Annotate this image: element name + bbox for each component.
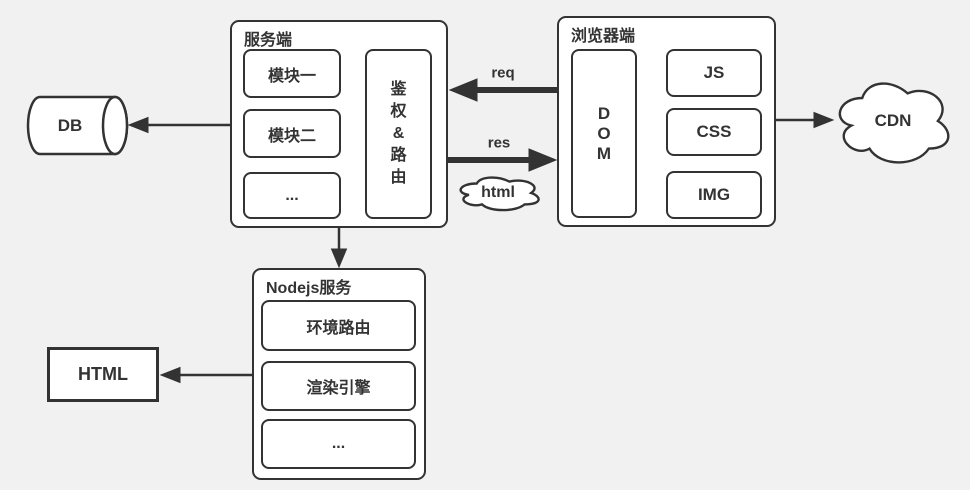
browser-img-label: IMG <box>697 185 731 204</box>
server-module-2: 模块二 <box>243 109 341 158</box>
browser-js-label: JS <box>703 63 725 82</box>
gateway-char-5: 由 <box>390 169 407 186</box>
server-module-more-label: ... <box>285 186 299 204</box>
server-gateway-node: 鉴 权 & 路 由 <box>365 49 432 219</box>
nodejs-module-1-label: 环境路由 <box>306 319 371 337</box>
nodejs-group: Nodejs服务 环境路由 渲染引擎 ... <box>252 268 426 480</box>
arrow-server-to-db <box>127 116 230 134</box>
arrow-nodejs-to-html <box>159 366 252 384</box>
html-output-box: HTML <box>47 347 159 402</box>
gateway-char-4: 路 <box>390 147 407 164</box>
gateway-char-3: & <box>392 125 405 142</box>
browser-css-node: CSS <box>666 108 762 156</box>
browser-group-title: 浏览器端 <box>571 28 636 45</box>
dom-char-3: M <box>596 143 612 163</box>
cdn-label: CDN <box>874 111 912 130</box>
arrow-server-to-nodejs <box>330 228 348 269</box>
nodejs-group-title: Nodejs服务 <box>266 280 352 297</box>
arrow-browser-to-cdn <box>776 111 835 129</box>
server-group: 服务端 模块一 模块二 ... 鉴 权 & 路 由 <box>230 20 448 228</box>
server-module-1-label: 模块一 <box>267 67 316 85</box>
nodejs-module-2: 渲染引擎 <box>261 361 416 411</box>
dom-char-1: D <box>597 103 611 123</box>
browser-css-label: CSS <box>696 122 732 141</box>
gateway-char-1: 鉴 <box>390 81 407 98</box>
dom-char-2: O <box>597 123 611 143</box>
browser-js-node: JS <box>666 49 762 97</box>
arrow-req <box>448 78 557 102</box>
browser-group: 浏览器端 D O M JS CSS IMG <box>557 16 776 227</box>
html-cloud-label: html <box>481 184 515 201</box>
server-group-title: 服务端 <box>244 32 293 49</box>
nodejs-module-more: ... <box>261 419 416 469</box>
nodejs-module-more-label: ... <box>331 435 346 452</box>
nodejs-module-1: 环境路由 <box>261 300 416 351</box>
db-label: DB <box>57 116 83 135</box>
req-edge-label: req <box>491 64 515 82</box>
server-module-1: 模块一 <box>243 49 341 98</box>
server-module-more: ... <box>243 172 341 219</box>
server-module-2-label: 模块二 <box>267 127 316 145</box>
browser-img-node: IMG <box>666 171 762 219</box>
browser-dom-node: D O M <box>571 49 637 218</box>
arrow-res <box>448 148 558 172</box>
nodejs-module-2-label: 渲染引擎 <box>306 380 371 397</box>
gateway-char-2: 权 <box>390 103 407 120</box>
res-edge-label: res <box>487 134 511 152</box>
html-output-label: HTML <box>78 364 128 384</box>
